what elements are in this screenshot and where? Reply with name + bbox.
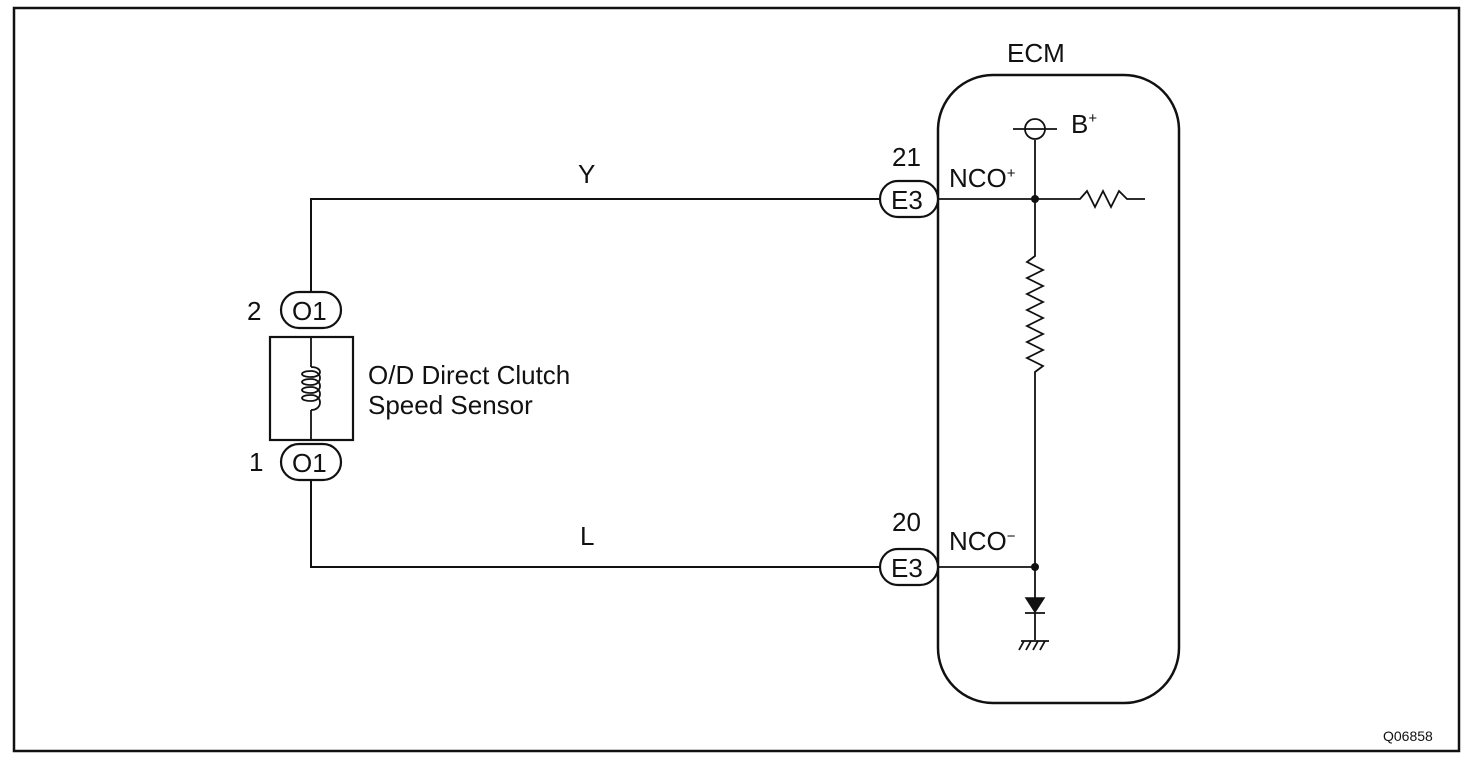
- resistor-horizontal-icon: [1035, 188, 1145, 210]
- connector-o1-pin2: [279, 290, 343, 330]
- pin-number-20: 20: [892, 507, 921, 537]
- wire-y: [310, 198, 880, 309]
- wire-y-label: Y: [578, 159, 595, 189]
- connector-e3-pin21-label: E3: [891, 185, 923, 215]
- terminal-nco-plus: NCO+: [949, 163, 1016, 193]
- diode-icon: [1024, 597, 1046, 614]
- b-plus-label: B+: [1071, 109, 1097, 139]
- connector-o1-pin2-label: O1: [292, 296, 327, 326]
- wire-l-label: L: [580, 521, 594, 551]
- ecm-title: ECM: [1007, 38, 1065, 68]
- pin-number-21: 21: [892, 142, 921, 172]
- figure-id: Q06858: [1383, 728, 1433, 744]
- diagram-frame: [12, 6, 1461, 753]
- ground-icon: [1018, 640, 1049, 651]
- connector-e3-pin20-label: E3: [891, 553, 923, 583]
- ecm-box: [936, 73, 1181, 705]
- pin-number-2: 2: [247, 296, 261, 326]
- resistor-vertical-icon: [1024, 250, 1046, 380]
- connector-o1-pin1: [279, 442, 343, 482]
- pin-number-1: 1: [249, 447, 263, 477]
- sensor-coil-icon: [301, 366, 321, 411]
- junction-dot-bottom: [1031, 563, 1039, 571]
- sensor-name-line2: Speed Sensor: [368, 390, 533, 420]
- terminal-nco-minus: NCO−: [949, 526, 1016, 556]
- connector-o1-pin1-label: O1: [292, 448, 327, 478]
- wire-l: [310, 481, 880, 568]
- sensor-name-line1: O/D Direct Clutch: [368, 360, 570, 390]
